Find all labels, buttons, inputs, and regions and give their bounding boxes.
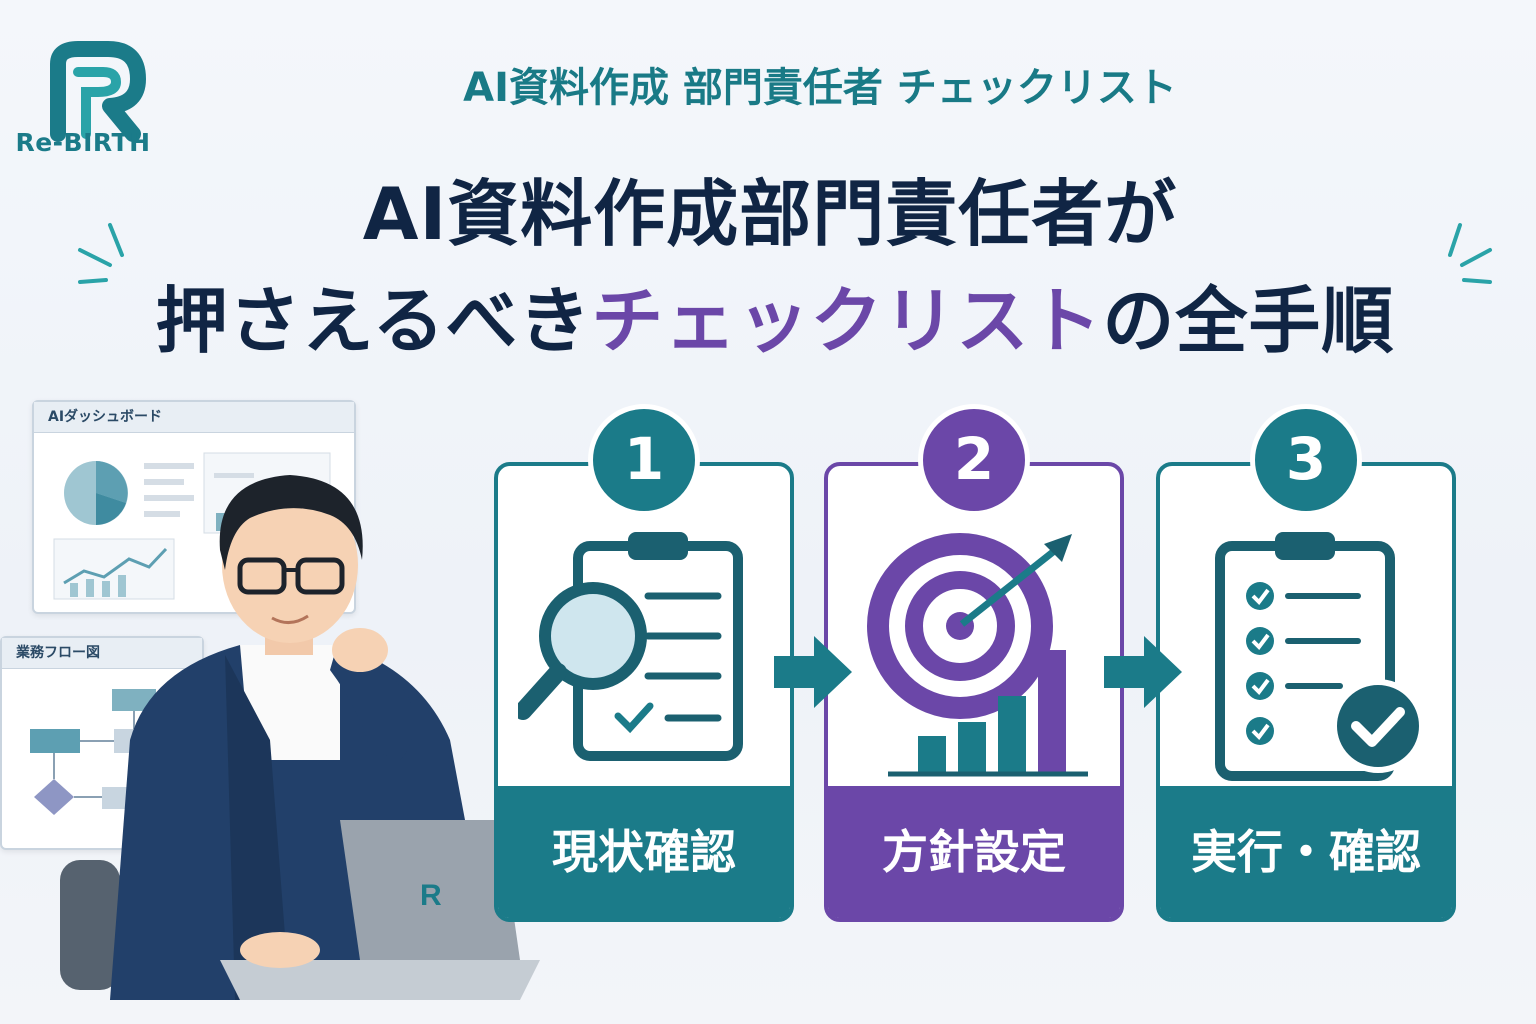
clipboard-magnifier-icon	[518, 532, 743, 761]
page-title-line1: AI資料作成部門責任者が	[362, 172, 1178, 256]
step-1-label: 現状確認	[498, 786, 790, 918]
target-chart-icon	[867, 533, 1088, 777]
sparkle-left-icon	[78, 223, 124, 284]
step-card-3: 実行・確認	[1156, 462, 1456, 922]
dashboard-panel-title: AIダッシュボード	[34, 402, 354, 433]
page-title-line2: 押さえるべきチェックリストの全手順	[150, 262, 1400, 367]
sparkle-right-icon	[1448, 223, 1492, 284]
step-card-1: 現状確認	[494, 462, 794, 922]
step-1-badge: 1	[588, 404, 700, 516]
title-line2-pre: 押さえるべき	[155, 279, 592, 363]
re-birth-logo-icon	[50, 41, 146, 142]
title-line2-highlight: チェックリスト	[591, 279, 1103, 363]
step-2-badge: 2	[918, 404, 1030, 516]
svg-text:R: R	[420, 879, 442, 912]
flow-panel-title: 業務フロー図	[2, 638, 202, 669]
step-card-2: 方針設定	[824, 462, 1124, 922]
arrow-right-icon	[774, 636, 852, 708]
step-3-label: 実行・確認	[1160, 786, 1452, 918]
logo-text: Re-BIRTH	[15, 128, 151, 157]
subtitle: AI資料作成 部門責任者 チェックリスト	[463, 65, 1177, 111]
step-3-badge: 3	[1250, 404, 1362, 516]
checklist-icon	[1215, 532, 1425, 781]
person-illustration: R	[60, 475, 540, 1000]
arrow-right-icon-2	[1104, 636, 1182, 708]
title-line2-post: の全手順	[1102, 279, 1395, 363]
step-2-label: 方針設定	[828, 786, 1120, 918]
